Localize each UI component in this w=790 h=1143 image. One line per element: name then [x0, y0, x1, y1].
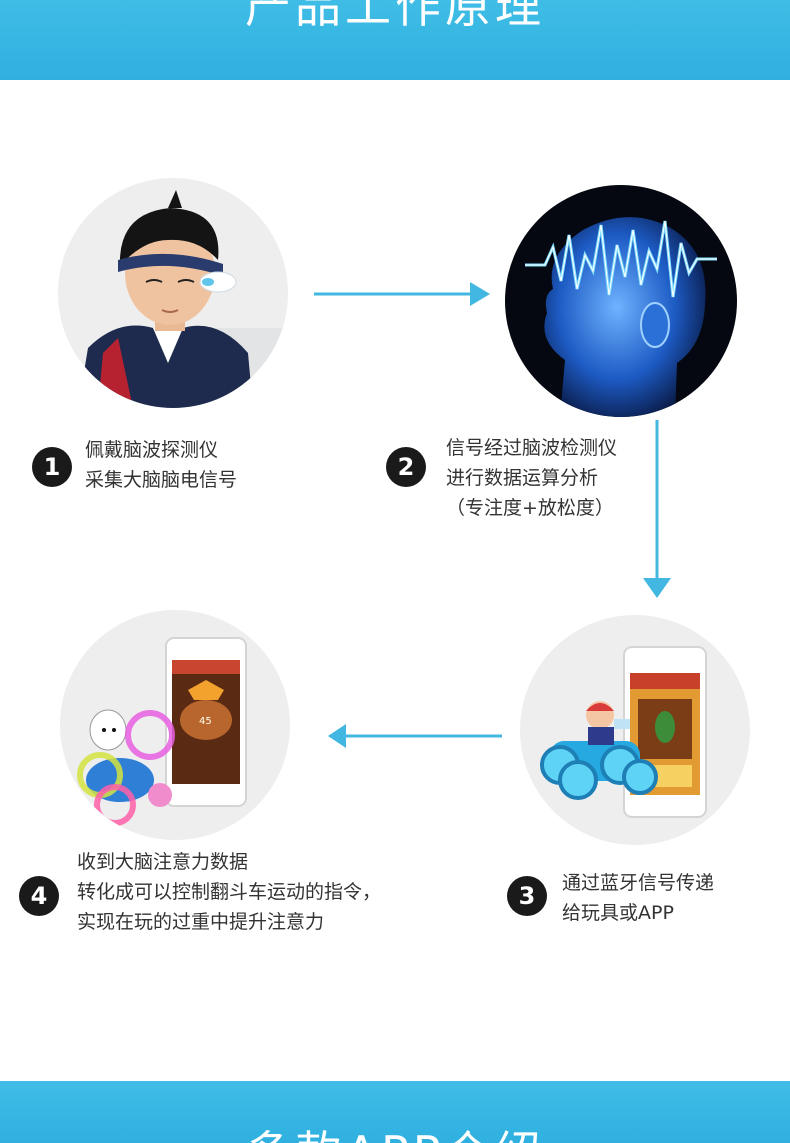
- step-2-description: 信号经过脑波检测仪 进行数据运算分析 （专注度+放松度）: [446, 433, 617, 523]
- arrow-left-icon: [328, 724, 502, 748]
- step-4-line-1: 收到大脑注意力数据: [77, 851, 249, 873]
- app-and-toy-photo-left: 45: [60, 610, 290, 840]
- svg-text:45: 45: [199, 716, 212, 727]
- footer-title: 多款APP介绍: [0, 1117, 790, 1143]
- step-3-description: 通过蓝牙信号传递 给玩具或APP: [562, 868, 714, 928]
- child-headband-photo: [58, 178, 288, 408]
- step-1-description: 佩戴脑波探测仪 采集大脑脑电信号: [85, 435, 237, 495]
- app-and-car-photo-right: [520, 615, 750, 845]
- header-title: 产品工作原理: [245, 0, 545, 33]
- step-2-line-1: 信号经过脑波检测仪: [446, 437, 618, 459]
- step-4-line-2: 转化成可以控制翻斗车运动的指令，: [77, 881, 382, 903]
- step-1-line-2: 采集大脑脑电信号: [85, 469, 238, 491]
- step-2-line-3: （专注度+放松度）: [446, 497, 614, 519]
- step-4-badge: 4: [19, 876, 59, 916]
- arrow-down-icon: [643, 420, 671, 598]
- header-banner: 产品工作原理: [0, 0, 790, 80]
- step-1-badge: 1: [32, 447, 72, 487]
- step-4-description: 收到大脑注意力数据 转化成可以控制翻斗车运动的指令， 实现在玩的过重中提升注意力: [77, 847, 381, 937]
- footer-banner: 多款APP介绍: [0, 1081, 790, 1143]
- step-3-line-1: 通过蓝牙信号传递: [562, 872, 715, 894]
- step-3-badge: 3: [507, 876, 547, 916]
- step-4-line-3: 实现在玩的过重中提升注意力: [77, 911, 325, 933]
- step-2-badge: 2: [386, 447, 426, 487]
- step-1-line-1: 佩戴脑波探测仪: [85, 439, 219, 461]
- arrow-right-icon: [314, 282, 490, 306]
- step-3-line-2: 给玩具或APP: [562, 902, 674, 924]
- step-2-line-2: 进行数据运算分析: [446, 467, 599, 489]
- brainwave-head-image: [505, 185, 737, 417]
